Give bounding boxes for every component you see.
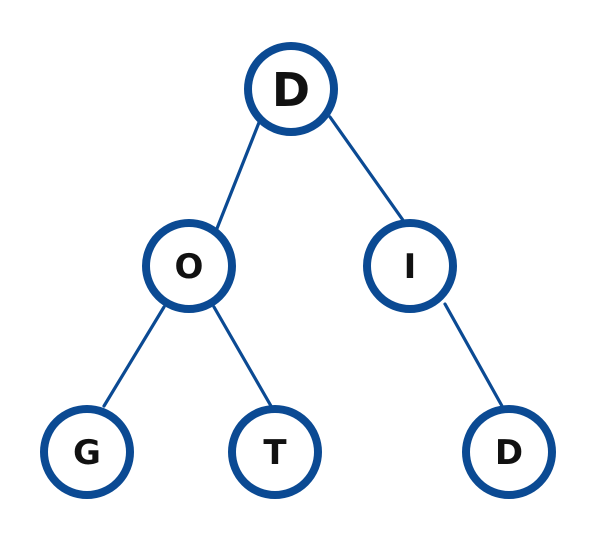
node-label-right-child: I <box>404 247 417 287</box>
edge-left-right <box>212 305 273 408</box>
node-label-left-left-leaf: G <box>73 433 101 473</box>
tree-node-right-leaf: D <box>462 405 556 499</box>
tree-node-root: D <box>244 42 338 136</box>
edge-left-left <box>102 305 166 408</box>
node-label-left-right-leaf: T <box>263 433 287 473</box>
tree-node-left-left-leaf: G <box>40 405 134 499</box>
node-label-root: D <box>272 63 310 117</box>
edge-right-leaf <box>443 302 504 408</box>
node-circle-right-leaf <box>462 405 556 499</box>
edge-root-right <box>328 115 407 225</box>
node-circle-root <box>244 42 338 136</box>
tree-node-right-child: I <box>363 219 457 313</box>
node-label-left-child: O <box>175 247 204 287</box>
node-circle-left-right-leaf <box>228 405 322 499</box>
tree-node-left-right-leaf: T <box>228 405 322 499</box>
edge-root-left <box>212 118 262 238</box>
node-circle-left-left-leaf <box>40 405 134 499</box>
tree-node-left-child: O <box>142 219 236 313</box>
node-circle-left-child <box>142 219 236 313</box>
node-label-right-leaf: D <box>495 433 523 473</box>
node-circle-right-child <box>363 219 457 313</box>
